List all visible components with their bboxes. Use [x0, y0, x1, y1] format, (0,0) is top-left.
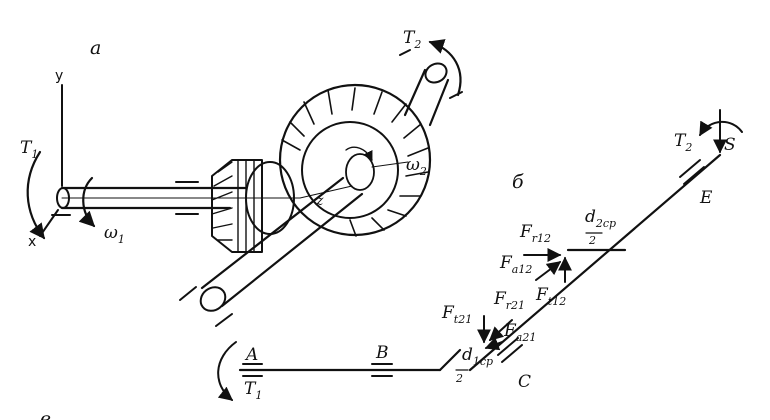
b-torque-t1-arrow [217, 341, 237, 401]
omega1-label: ω1 [104, 223, 125, 246]
point-A-label: A [244, 345, 258, 365]
omega2-label: ω2 [406, 155, 427, 178]
force-Fr12-label: Fr12 [519, 222, 551, 245]
svg-text:2: 2 [588, 234, 596, 247]
d1cp-label: d1cp 2 [455, 345, 493, 385]
panel-b-diagram: б S E C A B T2 [217, 109, 743, 402]
force-Fa12-label: Fa12 [499, 253, 532, 276]
torque-t1-arrow [26, 150, 46, 240]
b-torque-t2-label: T2 [674, 131, 692, 154]
bevel-wheel [278, 83, 432, 237]
point-B-label: B [375, 343, 389, 363]
output-shaft-upper [399, 49, 463, 127]
z-axis-label: z [315, 193, 324, 209]
torque-t2-arrow [428, 39, 462, 97]
output-shaft-line [468, 153, 722, 372]
panel-a-label: а [90, 37, 101, 59]
bearing-E [679, 159, 705, 185]
torque-t2-label: T2 [403, 28, 421, 51]
d2cp-label: d2cp 2 [585, 207, 616, 247]
pinion-gear [211, 159, 295, 253]
svg-text:d2cp: d2cp [585, 207, 616, 230]
force-Ft12-label: Ft12 [535, 285, 566, 308]
panel-c-label-partial: в [40, 408, 51, 420]
panel-a-drawing: а y x T1 ω1 [20, 28, 463, 327]
panel-b-label: б [512, 171, 524, 193]
point-C-label: C [518, 372, 531, 392]
omega1-arrow [78, 176, 96, 228]
point-S-label: S [724, 135, 736, 155]
svg-text:d1cp: d1cp [462, 345, 493, 368]
force-Ft21-label: Ft21 [441, 303, 472, 326]
force-Fr21-arrow [488, 319, 513, 341]
force-Fa21-arrow [484, 337, 503, 351]
svg-text:2: 2 [455, 372, 463, 385]
point-E-label: E [699, 188, 713, 208]
b-torque-t1-label: T1 [244, 379, 262, 402]
bearing-B [371, 363, 393, 377]
b-torque-t2-arrow [699, 120, 743, 137]
bearing-A [242, 363, 263, 377]
y-axis-label: y [55, 68, 63, 84]
force-Fr21-label: Fr21 [493, 289, 525, 312]
bearing-C [497, 337, 523, 363]
torque-t1-label: T1 [20, 138, 38, 161]
output-shaft-lower [179, 176, 364, 327]
force-Fa21-label: Fa21 [503, 321, 536, 344]
force-Fa12-arrow [535, 261, 562, 281]
x-axis-line [39, 209, 59, 237]
x-axis-label: x [28, 234, 36, 250]
